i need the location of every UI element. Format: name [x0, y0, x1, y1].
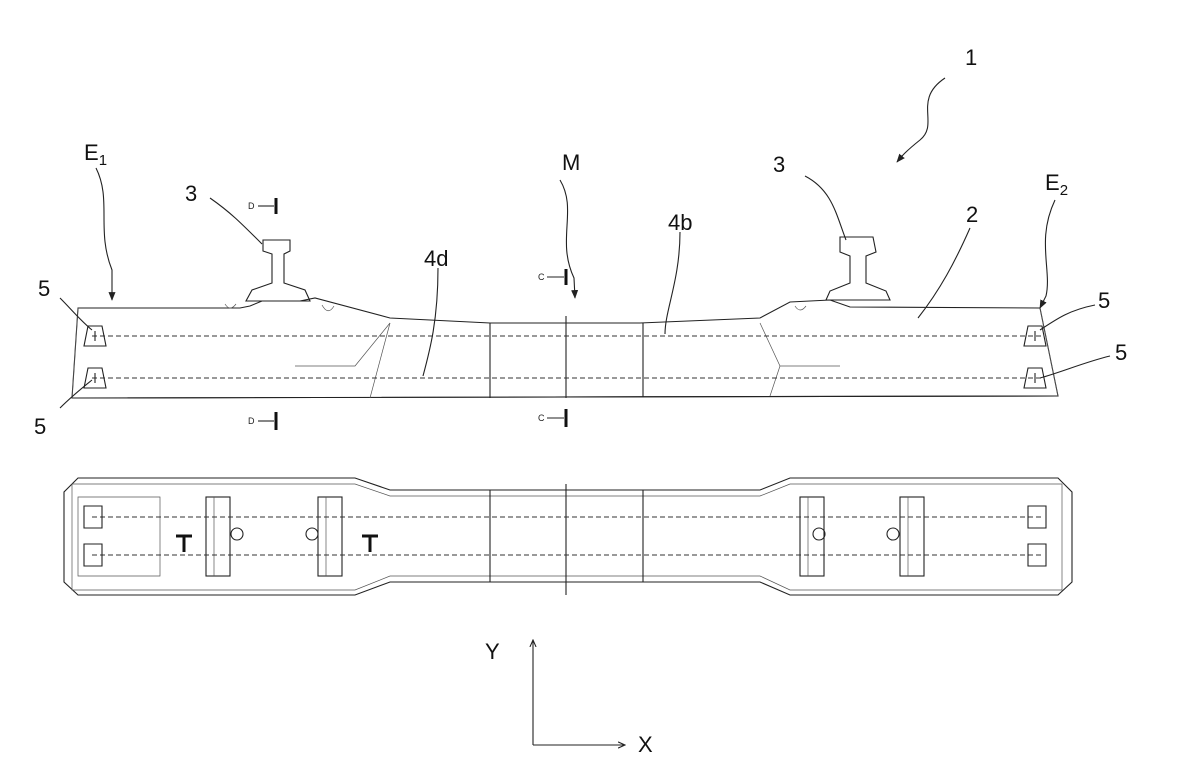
section-mark-c-bottom: C: [538, 409, 568, 427]
sleeper-side-view: [71, 297, 1059, 399]
ref-label-5-top-right: 5: [1098, 288, 1110, 313]
svg-text:D: D: [248, 201, 255, 211]
ref-label-4d: 4d: [424, 246, 448, 271]
section-mark-c-top: C: [538, 269, 568, 285]
ref-label-e2: E2: [1045, 170, 1068, 199]
ref-label-5-bottom-left: 5: [34, 414, 46, 439]
ref-label-4b: 4b: [668, 210, 692, 235]
ref-label-5-bottom-right: 5: [1115, 340, 1127, 365]
ref-label-e1: E1: [84, 140, 107, 169]
ref-label-5-top-left: 5: [38, 276, 50, 301]
reference-leaders: [59, 77, 1111, 409]
axes-indicator: Y X: [485, 639, 653, 757]
rail-left: [245, 239, 311, 302]
anchor-bottom-left: [83, 367, 107, 389]
ref-label-1: 1: [965, 45, 977, 70]
anchor-top-right: [1023, 325, 1047, 347]
ref-label-2: 2: [966, 202, 978, 227]
svg-text:C: C: [538, 413, 545, 423]
ref-label-3-left: 3: [185, 181, 197, 206]
ref-label-3-right: 3: [773, 152, 785, 177]
ref-label-m: M: [562, 150, 580, 175]
anchor-top-left: [83, 325, 107, 347]
section-mark-d-top: D: [248, 198, 278, 214]
section-mark-d-bottom: D: [248, 412, 278, 430]
axis-label-y: Y: [485, 639, 500, 664]
axis-label-x: X: [638, 732, 653, 757]
svg-text:C: C: [538, 272, 545, 282]
anchor-bottom-right: [1023, 367, 1047, 389]
sleeper-top-view: [63, 477, 1073, 596]
svg-text:D: D: [248, 416, 255, 426]
rail-right: [825, 236, 891, 301]
